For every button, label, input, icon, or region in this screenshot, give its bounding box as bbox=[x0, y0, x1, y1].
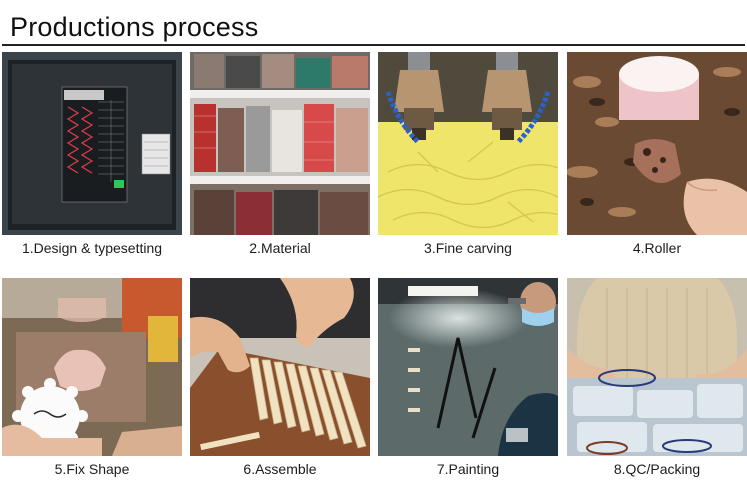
step-4-photo bbox=[567, 52, 747, 235]
step-7-label: 7.Painting bbox=[436, 461, 500, 477]
step-2-label: 2.Material bbox=[249, 240, 311, 256]
page-title: Productions process bbox=[10, 12, 259, 42]
step-8-photo bbox=[567, 278, 747, 456]
step-2-photo bbox=[190, 52, 370, 235]
step-6-photo bbox=[190, 278, 370, 456]
step-3-photo bbox=[378, 52, 558, 235]
step-8-label: 8.QC/Packing bbox=[613, 461, 701, 477]
step-5-label: 5.Fix Shape bbox=[54, 461, 130, 477]
title-divider bbox=[2, 44, 745, 46]
step-3-label: 3.Fine carving bbox=[424, 240, 512, 256]
step-1-photo bbox=[2, 52, 182, 235]
step-5-photo bbox=[2, 278, 182, 456]
step-1-label: 1.Design & typesetting bbox=[21, 240, 163, 256]
step-4-label: 4.Roller bbox=[632, 240, 682, 256]
step-7-photo bbox=[378, 278, 558, 456]
step-6-label: 6.Assemble bbox=[243, 461, 317, 477]
